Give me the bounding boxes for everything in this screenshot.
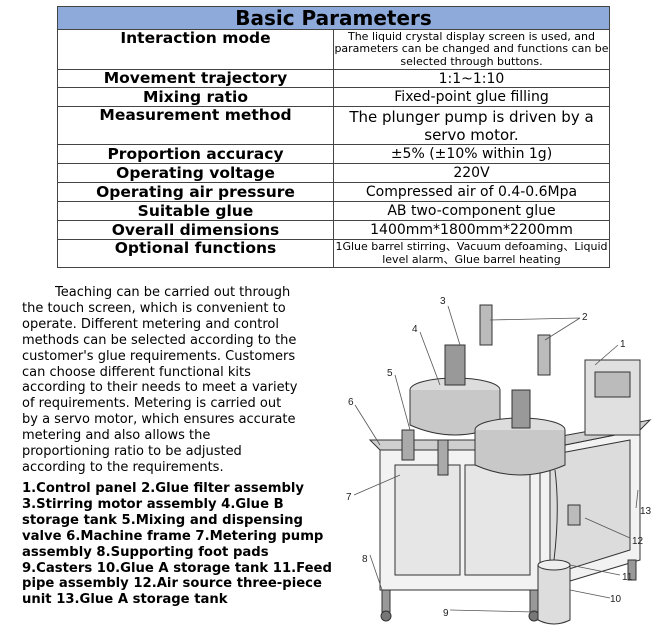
callout-2: 2 bbox=[582, 312, 588, 323]
param-value: 220V bbox=[333, 163, 610, 183]
param-label: Operating voltage bbox=[57, 163, 334, 183]
param-label: Operating air pressure bbox=[57, 182, 334, 202]
param-value: The plunger pump is driven by a servo mo… bbox=[333, 106, 610, 145]
param-value: The liquid crystal display screen is use… bbox=[333, 29, 610, 70]
callout-8: 8 bbox=[362, 554, 368, 565]
callout-3: 3 bbox=[440, 296, 446, 307]
component-legend: 1.Control panel 2.Glue filter assembly 3… bbox=[22, 481, 332, 608]
callout-1: 1 bbox=[620, 339, 626, 350]
machine-drawing: 1 2 3 4 5 6 7 8 9 10 11 12 13 bbox=[346, 296, 652, 625]
callout-10: 10 bbox=[610, 594, 622, 605]
param-label: Measurement method bbox=[57, 106, 334, 145]
callout-5: 5 bbox=[387, 368, 393, 379]
callout-9: 9 bbox=[443, 608, 449, 619]
callout-6: 6 bbox=[348, 397, 354, 408]
description-text: Teaching can be carried out through the … bbox=[22, 285, 298, 475]
param-label: Proportion accuracy bbox=[57, 144, 334, 164]
callout-4: 4 bbox=[412, 324, 418, 335]
description-paragraph: Teaching can be carried out through the … bbox=[22, 285, 300, 476]
param-value: Fixed-point glue filling bbox=[333, 87, 610, 107]
param-label: Suitable glue bbox=[57, 201, 334, 221]
param-label: Mixing ratio bbox=[57, 87, 334, 107]
param-label: Optional functions bbox=[57, 239, 334, 268]
param-value: 1:1~1:10 bbox=[333, 69, 610, 88]
table-title: Basic Parameters bbox=[57, 6, 610, 30]
callout-11: 11 bbox=[622, 572, 633, 583]
param-value: 1Glue barrel stirring、Vacuum defoaming、L… bbox=[333, 239, 610, 268]
param-label: Movement trajectory bbox=[57, 69, 334, 88]
param-value: 1400mm*1800mm*2200mm bbox=[333, 220, 610, 240]
param-value: ±5% (±10% within 1g) bbox=[333, 144, 610, 164]
callout-12: 12 bbox=[632, 536, 644, 547]
param-value: AB two-component glue bbox=[333, 201, 610, 221]
param-label: Overall dimensions bbox=[57, 220, 334, 240]
param-value: Compressed air of 0.4-0.6Mpa bbox=[333, 182, 610, 202]
param-label: Interaction mode bbox=[57, 29, 334, 70]
basic-parameters-table: Basic Parameters Interaction mode The li… bbox=[57, 6, 610, 268]
callout-7: 7 bbox=[346, 492, 352, 503]
callout-13: 13 bbox=[640, 506, 652, 517]
